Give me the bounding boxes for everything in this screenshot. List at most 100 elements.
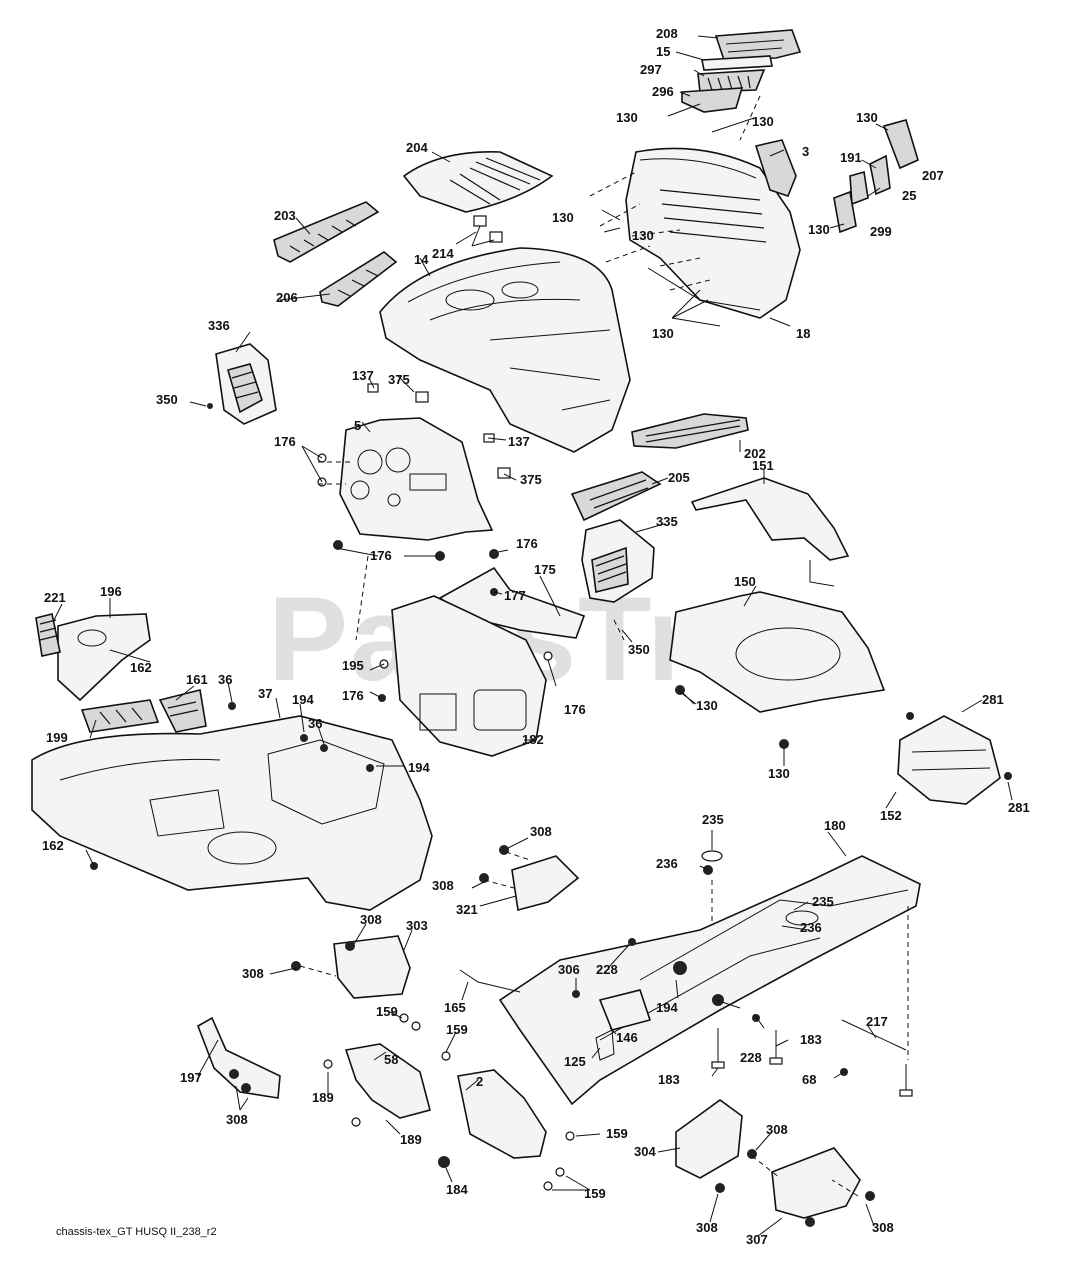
callout-label: 25: [902, 188, 916, 203]
callout-label: 303: [406, 918, 428, 933]
part-3-side-cover: [754, 139, 797, 197]
callout-label: 183: [658, 1072, 680, 1087]
callout-label: 159: [376, 1004, 398, 1019]
callout-label: 58: [384, 1052, 398, 1067]
callout-label: 130: [616, 110, 638, 125]
callout-label: 159: [584, 1186, 606, 1201]
callout-label: 336: [208, 318, 230, 333]
part-307-cover: [771, 1147, 861, 1219]
callout-label: 307: [746, 1232, 768, 1247]
callout-label: 350: [156, 392, 178, 407]
callout-label: 189: [312, 1090, 334, 1105]
callout-label: 184: [446, 1182, 468, 1197]
part-296-bracket: [681, 87, 744, 113]
part-205-trim: [570, 471, 662, 522]
callout-label: 299: [870, 224, 892, 239]
part-150-floor-pan: [669, 591, 886, 713]
part-152-battery-tray: [897, 715, 1001, 805]
callout-label: 130: [552, 210, 574, 225]
callout-label: 308: [360, 912, 382, 927]
callout-label: 304: [634, 1144, 656, 1159]
callout-label: 321: [456, 902, 478, 917]
callout-label: 308: [766, 1122, 788, 1137]
part-58-bracket: [344, 1043, 431, 1119]
part-303-bracket: [333, 935, 411, 999]
callout-label: 146: [616, 1030, 638, 1045]
part-161-trim: [158, 689, 207, 733]
callout-label: 176: [370, 548, 392, 563]
callout-label: 176: [564, 702, 586, 717]
callout-label: 203: [274, 208, 296, 223]
callout-label: 182: [522, 732, 544, 747]
callout-label: 306: [558, 962, 580, 977]
callout-label: 165: [444, 1000, 466, 1015]
callout-label: 308: [872, 1220, 894, 1235]
callout-label: 15: [656, 44, 670, 59]
callout-label: 208: [656, 26, 678, 41]
callout-label: 151: [752, 458, 774, 473]
callout-label: 350: [628, 642, 650, 657]
callout-label: 205: [668, 470, 690, 485]
part-15-trim: [701, 55, 773, 71]
callout-label: 161: [186, 672, 208, 687]
part-321-cover: [511, 855, 580, 912]
callout-label: 125: [564, 1054, 586, 1069]
part-5-dash-panel: [339, 417, 494, 541]
callout-label: 195: [342, 658, 364, 673]
callout-label: 335: [656, 514, 678, 529]
callout-label: 189: [400, 1132, 422, 1147]
callout-label: 5: [354, 418, 361, 433]
callout-label: 152: [880, 808, 902, 823]
callout-label: 150: [734, 574, 756, 589]
callout-label: 202: [744, 446, 766, 461]
callout-label: 228: [740, 1050, 762, 1065]
callout-label: 375: [388, 372, 410, 387]
callout-label: 130: [752, 114, 774, 129]
part-146-bracket: [598, 989, 652, 1031]
callout-label: 18: [796, 326, 810, 341]
callout-label: 296: [652, 84, 674, 99]
part-203-side-trim: [273, 201, 380, 263]
callout-label: 194: [292, 692, 314, 707]
callout-label: 214: [432, 246, 454, 261]
callout-label: 204: [406, 140, 428, 155]
callout-label: 308: [530, 824, 552, 839]
callout-label: 197: [180, 1070, 202, 1085]
callout-label: 196: [100, 584, 122, 599]
part-right-brackets: [833, 119, 919, 234]
callout-label: 236: [800, 920, 822, 935]
callout-label: 159: [446, 1022, 468, 1037]
part-front-nose: [625, 147, 801, 319]
callout-label: 308: [696, 1220, 718, 1235]
callout-label: 281: [982, 692, 1004, 707]
callout-label: 180: [824, 818, 846, 833]
part-top-vent-cover: [714, 29, 802, 61]
callout-label: 308: [432, 878, 454, 893]
callout-label: 36: [218, 672, 232, 687]
callout-label: 194: [408, 760, 430, 775]
part-214-clips: [471, 215, 503, 247]
part-182-center-console: [391, 595, 547, 757]
callout-label: 236: [656, 856, 678, 871]
callout-label: 281: [1008, 800, 1030, 815]
part-165-wire: [459, 969, 521, 993]
callout-label: 2: [476, 1074, 483, 1089]
part-2-bracket: [457, 1069, 547, 1159]
callout-label: 308: [226, 1112, 248, 1127]
callout-label: 130: [768, 766, 790, 781]
part-14-hood: [379, 247, 631, 453]
callout-label: 217: [866, 1014, 888, 1029]
callout-label: 37: [258, 686, 272, 701]
callout-label: 228: [596, 962, 618, 977]
callout-label: 130: [808, 222, 830, 237]
callout-labels: 208 15 297 296 130 130 130 3 191 207 25 …: [42, 26, 1030, 1247]
callout-label: 183: [800, 1032, 822, 1047]
callout-label: 199: [46, 730, 68, 745]
callout-label: 207: [922, 168, 944, 183]
callout-label: 308: [242, 966, 264, 981]
callout-label: 175: [534, 562, 556, 577]
callout-label: 159: [606, 1126, 628, 1141]
diagram-caption: chassis-tex_GT HUSQ II_238_r2: [56, 1226, 217, 1238]
part-151-bracket: [690, 477, 850, 587]
